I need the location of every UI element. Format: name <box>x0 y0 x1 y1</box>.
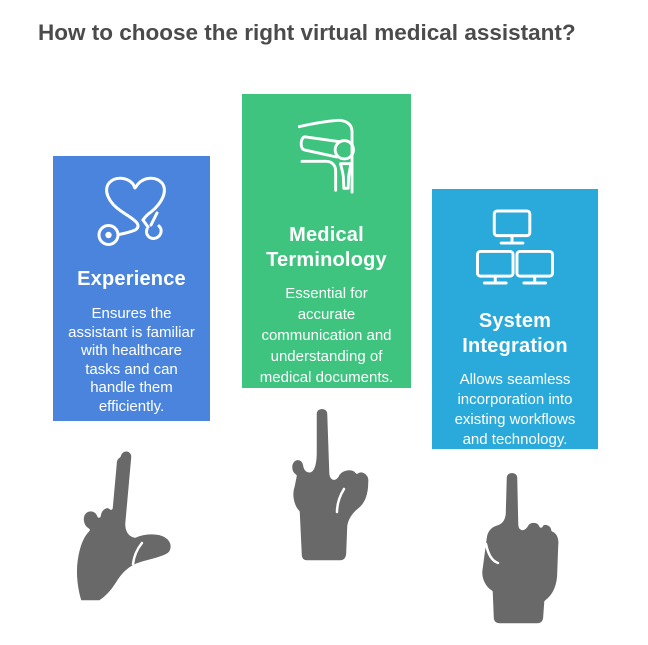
card-title-experience: Experience <box>77 268 186 290</box>
card-body-experience: Ensures the assistant is familiar with h… <box>68 305 195 415</box>
card-body-medical-terminology: Essential for accurate communication and… <box>259 285 394 386</box>
heart-stethoscope-icon <box>97 176 166 246</box>
networked-monitors-icon <box>476 209 554 285</box>
card-experience: Experience Ensures the assistant is fami… <box>48 151 215 426</box>
card-body-system-integration: Allows seamless incorporation into exist… <box>454 371 576 448</box>
joint-bone-icon <box>297 118 355 194</box>
card-system-integration: System Integration Allows seamless incor… <box>427 184 603 454</box>
page-title: How to choose the right virtual medical … <box>38 20 576 45</box>
card-title-medical-terminology: Medical Terminology <box>266 224 387 271</box>
pointing-hand-fist-icon <box>478 469 561 626</box>
pointing-hand-thumb-out-icon <box>73 448 175 604</box>
card-medical-terminology: Medical Terminology Essential for accura… <box>237 89 416 393</box>
pointing-hand-back-icon <box>288 405 372 563</box>
card-title-system-integration: System Integration <box>462 310 568 357</box>
